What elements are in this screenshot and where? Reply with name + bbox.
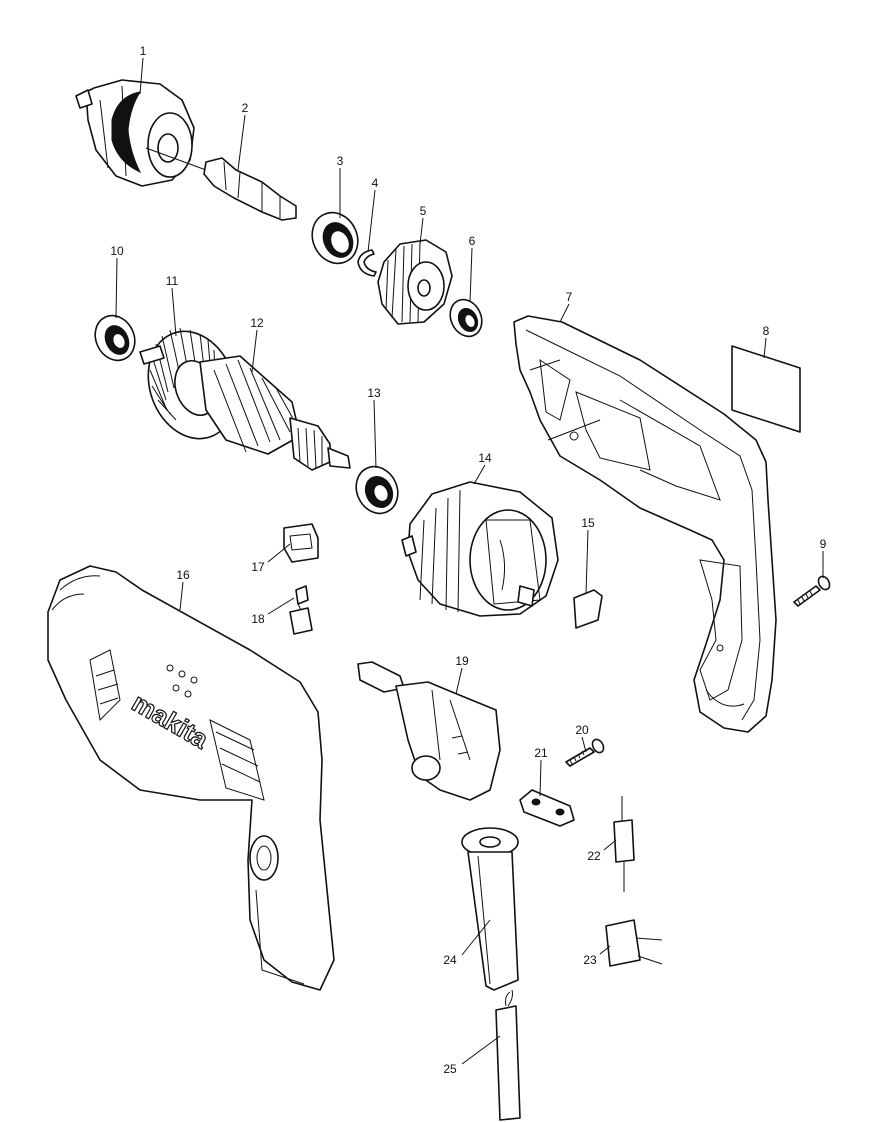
part-3-ball-bearing <box>311 211 359 265</box>
part-13-ball-bearing <box>355 465 399 515</box>
label-part-24: 24 <box>443 953 457 967</box>
label-part-21: 21 <box>534 746 548 760</box>
label-part-17: 17 <box>251 560 265 574</box>
part-25-power-cord <box>495 989 521 1121</box>
label-part-3: 3 <box>337 154 344 168</box>
part-1-drill-chuck <box>75 79 207 187</box>
part-12-armature <box>199 355 351 471</box>
part-6-ball-bearing <box>449 298 483 338</box>
part-16-motor-housing: makita <box>47 565 335 991</box>
label-part-6: 6 <box>469 234 476 248</box>
part-7-housing <box>513 315 777 733</box>
part-2-spindle <box>203 157 297 221</box>
label-part-4: 4 <box>372 176 379 190</box>
part-8-nameplate <box>731 345 801 433</box>
label-part-16: 16 <box>176 568 190 582</box>
label-part-2: 2 <box>242 101 249 115</box>
part-18-carbon-brush <box>289 585 313 635</box>
label-part-8: 8 <box>763 324 770 338</box>
part-4-retaining-ring <box>357 249 377 277</box>
label-part-20: 20 <box>575 723 589 737</box>
label-part-7: 7 <box>566 290 573 304</box>
label-part-12: 12 <box>250 316 264 330</box>
label-part-14: 14 <box>478 451 492 465</box>
part-23-capacitor <box>605 919 663 967</box>
part-9-tapping-screw <box>793 575 831 607</box>
label-part-1: 1 <box>140 44 147 58</box>
part-17-brush-holder-cap <box>283 523 319 563</box>
label-part-11: 11 <box>166 274 179 288</box>
label-part-5: 5 <box>420 204 427 218</box>
label-part-18: 18 <box>251 612 265 626</box>
part-22-noise-suppressor <box>613 796 635 892</box>
label-part-25: 25 <box>443 1062 457 1076</box>
part-21-strain-relief <box>519 789 575 827</box>
part-24-cord-guard <box>461 827 519 991</box>
part-5-spur-gear <box>377 239 453 325</box>
label-part-22: 22 <box>587 849 601 863</box>
label-part-15: 15 <box>581 516 595 530</box>
part-10-ball-bearing <box>94 314 136 362</box>
part-15-baffle-plate <box>573 589 603 629</box>
label-part-19: 19 <box>455 654 469 668</box>
part-20-tapping-screw <box>565 738 605 767</box>
part-14-field-stator <box>401 481 559 617</box>
label-part-10: 10 <box>110 244 124 258</box>
leader-lines <box>115 57 824 1065</box>
label-part-13: 13 <box>367 386 381 400</box>
part-number-labels: 1 2 3 4 5 6 7 8 9 10 11 12 13 14 15 16 1… <box>110 44 826 1076</box>
label-part-23: 23 <box>583 953 597 967</box>
part-19-switch <box>357 661 501 801</box>
label-part-9: 9 <box>820 537 827 551</box>
